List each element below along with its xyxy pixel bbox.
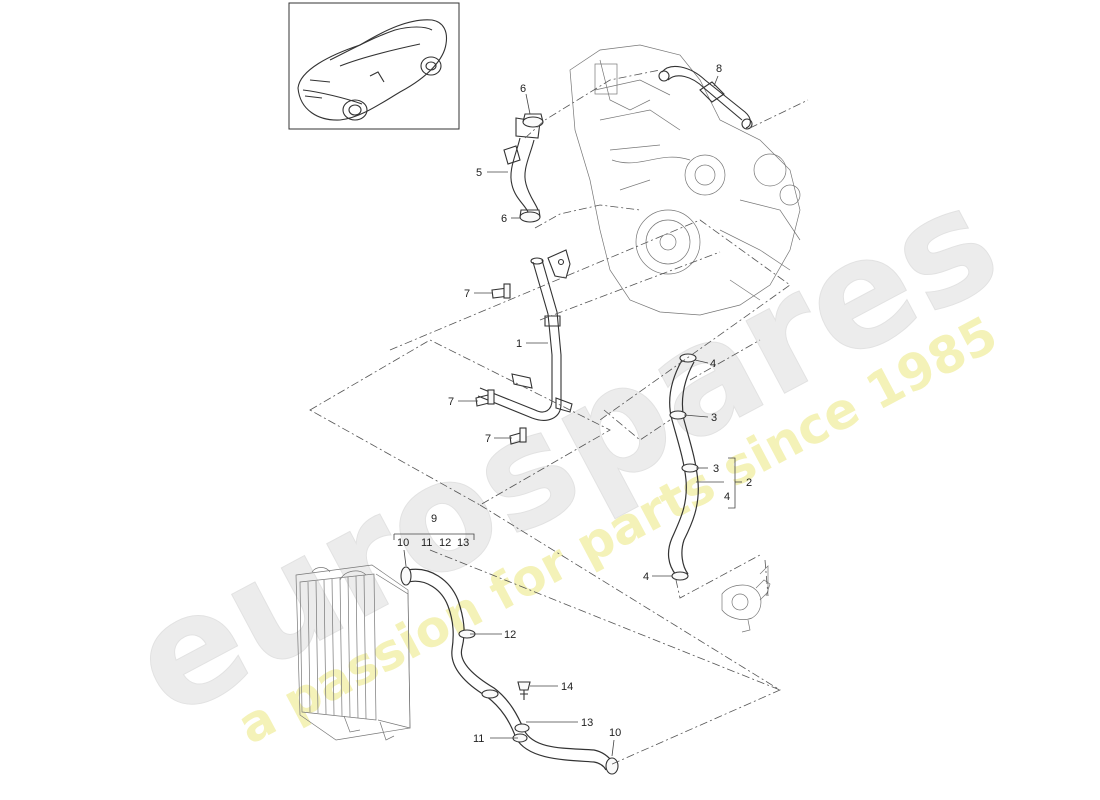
callout-3-upper: 3 (711, 412, 717, 424)
callout-4-bottom: 4 (643, 571, 649, 583)
callout-4-group: 4 (724, 491, 730, 503)
part-13-clamp (514, 723, 530, 733)
callout-8: 8 (716, 63, 722, 75)
callout-5: 5 (476, 167, 482, 179)
callout-7-middle: 7 (448, 396, 454, 408)
auxiliary-water-pump (721, 565, 771, 633)
callout-2: 2 (746, 477, 752, 489)
vehicle-thumbnail (288, 2, 460, 130)
callout-6-lower: 6 (501, 213, 507, 225)
callout-1: 1 (516, 338, 522, 350)
part-4-clamp-bottom (671, 571, 689, 581)
part-4-clamp-top (679, 353, 697, 363)
part-6-clamp-lower (519, 209, 541, 223)
car-illustration (297, 19, 448, 121)
engine-assembly (569, 44, 801, 316)
part-7-bolt-a (491, 283, 511, 299)
callout-labels: 6 5 6 7 1 7 7 8 4 3 3 4 2 4 9 10 11 12 1… (397, 63, 752, 745)
callout-12-group: 12 (439, 537, 451, 549)
part-1-coolant-pipe (477, 249, 573, 421)
part-3-clamp-low (681, 463, 699, 473)
watermark-brand: eurospares (105, 153, 1024, 752)
part-3-clamp-mid (669, 410, 687, 420)
part-10-clamp-left (400, 566, 412, 586)
part-12-clamp-lower (481, 689, 499, 699)
assembly-lines (309, 69, 809, 766)
callout-11: 11 (473, 733, 484, 745)
radiator-fins (307, 574, 367, 720)
callout-13-group: 13 (457, 537, 469, 549)
watermark: eurospares a passion for parts since 198… (105, 152, 1025, 755)
callout-11-group: 11 (421, 537, 432, 549)
callout-9: 9 (431, 513, 437, 525)
radiator (295, 564, 411, 741)
callout-10-group: 10 (397, 537, 409, 549)
callout-10: 10 (609, 727, 621, 739)
callout-14: 14 (561, 681, 573, 693)
leader-lines (393, 75, 742, 757)
callout-7-lower: 7 (485, 433, 491, 445)
callout-4-top: 4 (710, 358, 716, 370)
part-14-bleed-screw (517, 681, 531, 700)
part-7-bolt-b (475, 389, 495, 407)
part-5-hose (503, 117, 541, 213)
part-7-bolt-c (509, 427, 527, 445)
callout-7-upper: 7 (464, 288, 470, 300)
callout-3-lower: 3 (713, 463, 719, 475)
callout-13: 13 (581, 717, 593, 729)
part-6-clamp-upper (522, 113, 544, 128)
callout-12: 12 (504, 629, 516, 641)
part-10-clamp-right (605, 757, 619, 775)
part-8-coolant-pipe (658, 65, 753, 130)
callout-6-upper: 6 (520, 83, 526, 95)
